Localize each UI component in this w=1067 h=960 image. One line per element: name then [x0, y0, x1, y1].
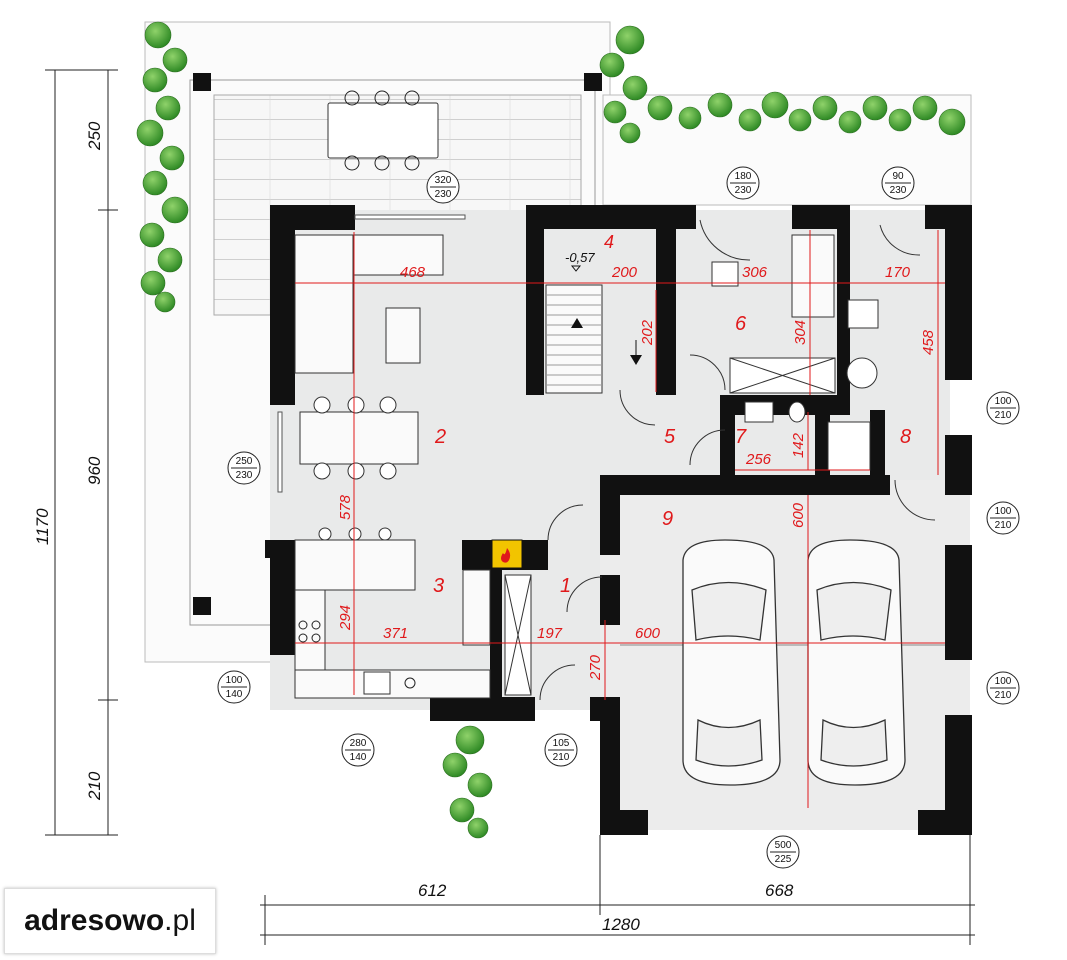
car-left [682, 539, 781, 786]
dim-256: 256 [745, 451, 772, 468]
svg-text:210: 210 [995, 520, 1012, 531]
dim-578: 578 [337, 494, 354, 520]
room-1-label: 1 [560, 575, 571, 597]
svg-text:100: 100 [995, 676, 1012, 687]
walls [265, 205, 972, 835]
dim-294: 294 [337, 605, 354, 631]
svg-text:100: 100 [226, 675, 243, 686]
dim-200: 200 [611, 264, 638, 281]
dim-270: 270 [587, 654, 604, 681]
dim-142: 142 [790, 432, 807, 458]
level-mark: -0,57 [565, 250, 595, 265]
car-right [807, 539, 906, 786]
dim-170: 170 [885, 264, 911, 281]
svg-text:105: 105 [553, 738, 570, 749]
room-5-label: 5 [664, 426, 676, 448]
inner-dimension-labels: 468 200 306 170 202 304 458 578 142 256 … [337, 264, 937, 681]
shrubs [136, 21, 966, 839]
door-swings [539, 219, 936, 701]
dim-1170: 1170 [33, 508, 52, 545]
fireplace [491, 539, 523, 569]
svg-text:140: 140 [226, 689, 243, 700]
logo-suffix: .pl [164, 904, 196, 937]
dim-1280: 1280 [602, 915, 640, 934]
svg-text:230: 230 [735, 185, 752, 196]
svg-text:100: 100 [995, 396, 1012, 407]
dim-371: 371 [383, 625, 408, 642]
room-8-label: 8 [900, 426, 911, 448]
svg-text:230: 230 [435, 189, 452, 200]
living-furniture [294, 214, 466, 374]
room-9-label: 9 [662, 508, 673, 530]
room-labels: 1 2 3 4 5 6 7 8 9 [433, 232, 911, 597]
svg-text:90: 90 [892, 171, 904, 182]
dim-468: 468 [400, 264, 426, 281]
terrace-dining-table [327, 90, 439, 171]
dim-600-h: 600 [635, 625, 661, 642]
room-3-label: 3 [433, 575, 444, 597]
svg-text:180: 180 [735, 171, 752, 182]
dining-table [277, 396, 419, 493]
dim-202: 202 [639, 319, 656, 346]
svg-text:210: 210 [995, 690, 1012, 701]
svg-text:320: 320 [435, 175, 452, 186]
logo-brand: adresowo [24, 904, 165, 937]
adresowo-logo[interactable]: adresowo.pl [4, 888, 216, 954]
room-2-label: 2 [434, 426, 446, 448]
svg-text:250: 250 [236, 456, 253, 467]
dim-458: 458 [920, 329, 937, 355]
overall-dimension-lines [45, 69, 975, 945]
svg-text:210: 210 [995, 410, 1012, 421]
svg-text:230: 230 [890, 185, 907, 196]
svg-text:230: 230 [236, 470, 253, 481]
staircase [545, 284, 642, 394]
dim-960: 960 [85, 456, 104, 485]
room-6-label: 6 [735, 313, 747, 335]
svg-text:100: 100 [995, 506, 1012, 517]
dim-250: 250 [85, 121, 104, 151]
dim-612: 612 [418, 881, 447, 900]
room-7-label: 7 [735, 426, 747, 448]
svg-text:280: 280 [350, 738, 367, 749]
sanitary [711, 234, 879, 471]
dim-600-v: 600 [790, 502, 807, 528]
svg-text:500: 500 [775, 840, 792, 851]
svg-text:210: 210 [553, 752, 570, 763]
dim-304: 304 [792, 320, 809, 345]
svg-text:140: 140 [350, 752, 367, 763]
dim-197: 197 [537, 625, 563, 642]
level-mark-triangle [570, 265, 582, 272]
svg-text:225: 225 [775, 854, 792, 865]
dim-210: 210 [85, 771, 104, 801]
dim-306: 306 [742, 264, 768, 281]
overall-dimension-labels: 1170 250 960 210 612 668 1280 [33, 121, 794, 934]
kitchen [294, 527, 532, 699]
dimension-lines [295, 230, 945, 808]
room-4-label: 4 [604, 232, 614, 252]
dim-668: 668 [765, 881, 794, 900]
